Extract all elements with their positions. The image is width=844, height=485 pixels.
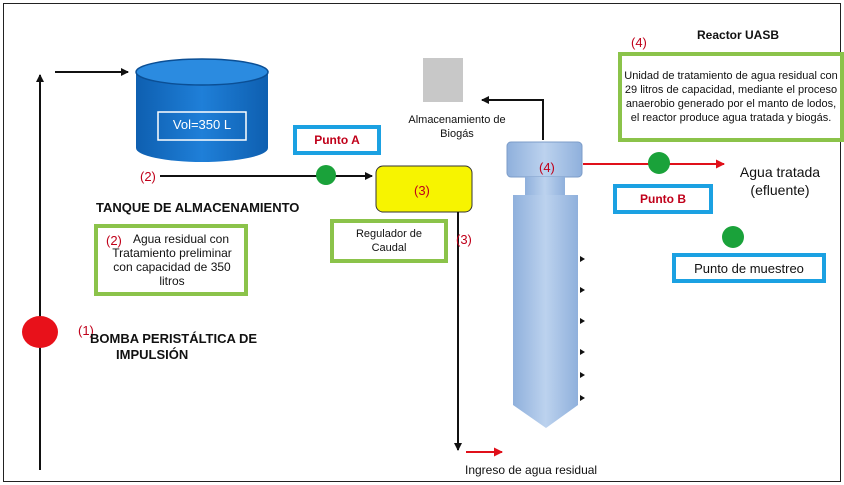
regulator-outlet-number: (3) (456, 232, 472, 247)
sample-point-legend (722, 226, 744, 248)
reactor-header-number: (4) (631, 35, 647, 50)
flow-regulator (375, 165, 473, 213)
sample-legend-box: Punto de muestreo (672, 253, 826, 283)
regulator-number: (3) (414, 183, 430, 198)
reactor-description-box: Unidad de tratamiento de agua residual c… (618, 52, 844, 142)
pump-label: BOMBA PERISTÁLTICA DE IMPULSIÓN (90, 331, 257, 363)
biogas-pipe (481, 96, 544, 140)
point-a-box: Punto A (293, 125, 381, 155)
tank-description-box: (2) Agua residual con Tratamiento prelim… (94, 224, 248, 296)
uasb-reactor (506, 141, 583, 428)
regulator-label: Regulador de Caudal (355, 228, 423, 254)
reactor-description: Unidad de tratamiento de agua residual c… (624, 70, 838, 124)
tank-volume-label: Vol=350 L (172, 117, 232, 132)
reactor-title: Reactor UASB (697, 28, 780, 42)
point-b-label: Punto B (640, 192, 686, 206)
regulator-label-box: Regulador de Caudal (330, 219, 448, 263)
pipe-number: (2) (140, 169, 156, 184)
sample-point-b (648, 152, 670, 174)
biogas-storage (423, 58, 463, 102)
tank-desc-number: (2) (106, 233, 122, 248)
effluent-label-line2: (efluente) (750, 182, 810, 198)
pump-label-line2: IMPULSIÓN (116, 347, 189, 362)
pump-number: (1) (78, 323, 94, 338)
sample-point-a (316, 165, 336, 185)
point-a-label: Punto A (314, 133, 360, 147)
diagram-frame (3, 3, 841, 482)
pump-label-line1: BOMBA PERISTÁLTICA DE (90, 331, 258, 346)
point-b-box: Punto B (613, 184, 713, 214)
biogas-label: Almacenamiento de Biogás (408, 114, 506, 140)
peristaltic-pump (22, 316, 58, 348)
reactor-flow-markers (580, 256, 585, 401)
tank-desc-text: Agua residual con Tratamiento preliminar… (112, 232, 232, 288)
storage-tank (135, 58, 269, 162)
effluent-label-line1: Agua tratada (739, 164, 821, 180)
tank-title: TANQUE DE ALMACENAMIENTO (96, 200, 300, 215)
reactor-number: (4) (539, 160, 555, 175)
effluent-label: Agua tratada (efluente) (732, 163, 828, 199)
sample-legend-label: Punto de muestreo (694, 260, 804, 276)
wastewater-inlet-label: Ingreso de agua residual (465, 463, 598, 477)
